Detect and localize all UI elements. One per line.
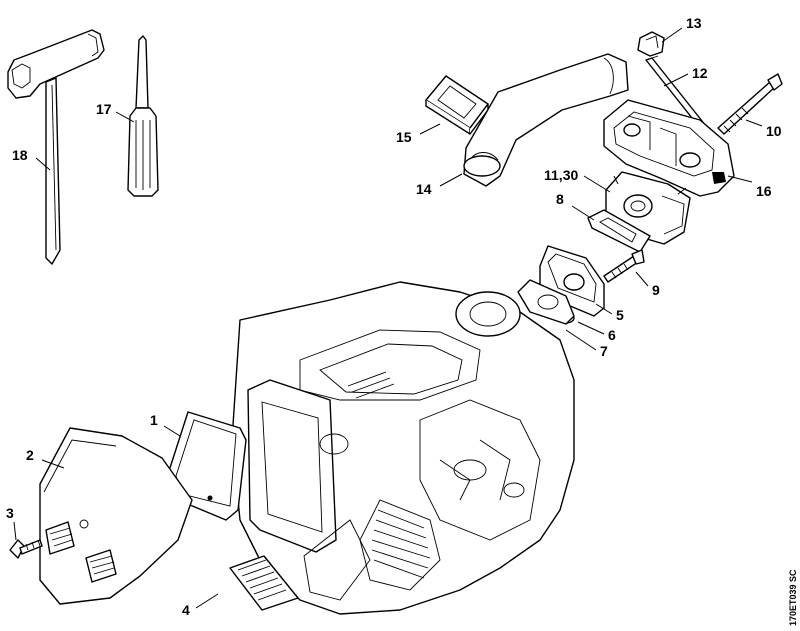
part-9-screw[interactable] <box>603 249 645 283</box>
part-16-air-box[interactable] <box>603 99 735 197</box>
part-3-screw[interactable] <box>9 539 43 559</box>
callout-11-30: 11,30 <box>544 167 578 183</box>
part-2-shroud-cover[interactable] <box>39 427 193 605</box>
part-14-intake-hose[interactable] <box>463 53 629 187</box>
part-18-combination-wrench[interactable] <box>7 29 105 265</box>
leader-lines <box>13 27 763 609</box>
engine-housing[interactable] <box>231 281 575 615</box>
callout-17: 17 <box>96 101 112 117</box>
callout-18: 18 <box>12 147 28 163</box>
callout-3: 3 <box>6 505 14 521</box>
part-13-clip[interactable] <box>637 31 665 57</box>
callout-12: 12 <box>692 65 708 81</box>
part-10-bolt[interactable] <box>717 73 783 135</box>
callout-1: 1 <box>150 412 158 428</box>
callout-6: 6 <box>608 327 616 343</box>
part-17-screwdriver[interactable] <box>127 35 159 197</box>
part-4-grille-plate[interactable] <box>229 555 299 611</box>
callout-5: 5 <box>616 307 624 323</box>
part-7-gasket[interactable] <box>517 279 575 325</box>
callout-labels: 1 2 3 4 5 6 7 8 9 10 11,30 12 13 14 15 1… <box>6 15 782 618</box>
part-8-gasket[interactable] <box>587 209 651 253</box>
callout-15: 15 <box>396 129 412 145</box>
callout-10: 10 <box>766 123 782 139</box>
callout-2: 2 <box>26 447 34 463</box>
part-15-filter-pad[interactable] <box>425 75 489 135</box>
callout-9: 9 <box>652 282 660 298</box>
callout-14: 14 <box>416 181 432 197</box>
callout-4: 4 <box>182 602 190 618</box>
callout-13: 13 <box>686 15 702 31</box>
callout-8: 8 <box>556 191 564 207</box>
callout-16: 16 <box>756 183 772 199</box>
callout-7: 7 <box>600 343 608 359</box>
reference-code: 170ET039 SC <box>788 569 798 626</box>
